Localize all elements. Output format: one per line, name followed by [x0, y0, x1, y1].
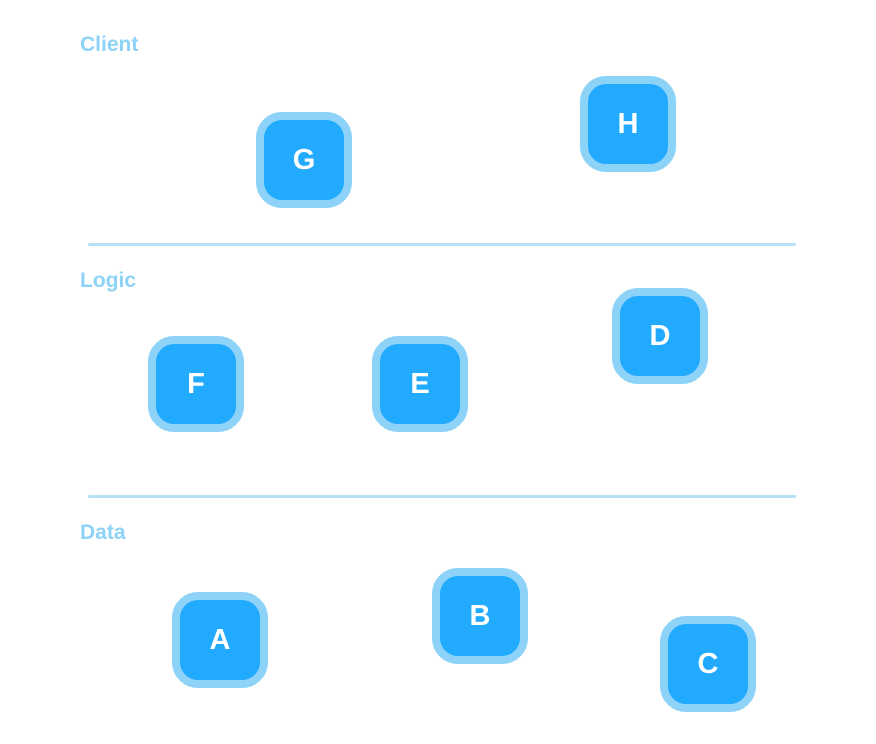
node-b[interactable]: B — [432, 568, 528, 664]
layer-label-data: Data — [80, 521, 126, 544]
node-b-label: B — [469, 599, 491, 632]
node-d-label: D — [649, 319, 671, 352]
node-h[interactable]: H — [580, 76, 676, 172]
node-f-label: F — [187, 367, 205, 400]
layer-label-client: Client — [80, 33, 139, 56]
node-d[interactable]: D — [612, 288, 708, 384]
node-a-label: A — [209, 623, 231, 656]
node-c-label: C — [697, 647, 719, 680]
node-c[interactable]: C — [660, 616, 756, 712]
node-a[interactable]: A — [172, 592, 268, 688]
node-g-label: G — [292, 143, 316, 176]
node-g[interactable]: G — [256, 112, 352, 208]
layer-divider-logic-data — [88, 495, 796, 498]
layer-divider-client-logic — [88, 243, 796, 246]
node-e[interactable]: E — [372, 336, 468, 432]
node-e-label: E — [410, 367, 430, 400]
layer-label-logic: Logic — [80, 269, 136, 292]
node-f[interactable]: F — [148, 336, 244, 432]
node-h-label: H — [617, 107, 639, 140]
